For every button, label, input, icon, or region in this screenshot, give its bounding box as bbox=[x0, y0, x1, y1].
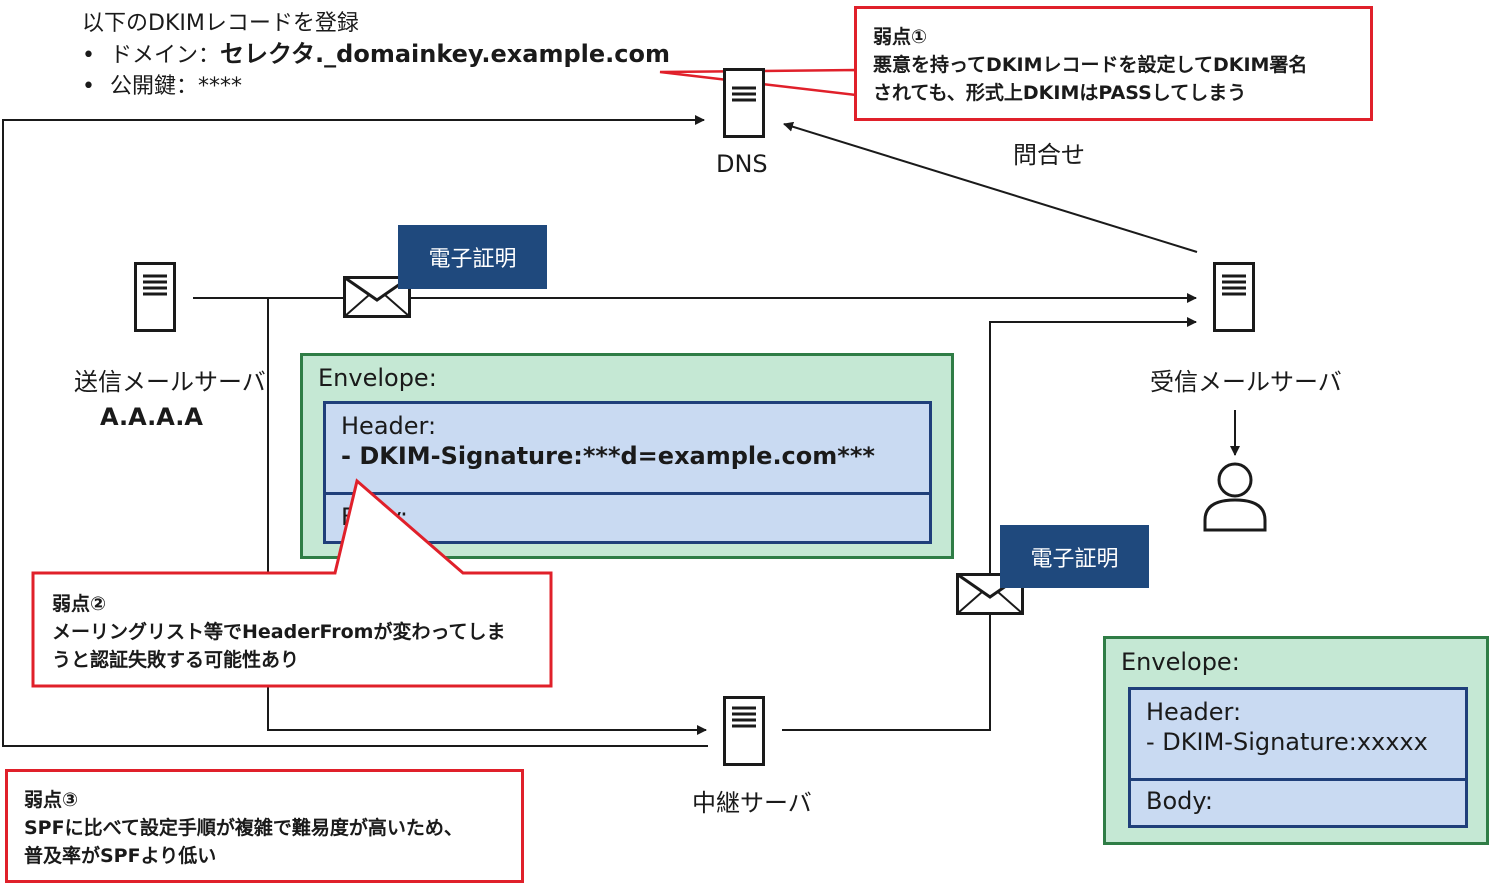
weakness-text-line: SPFに比べて設定手順が複雑で難易度が高いため、 bbox=[24, 817, 463, 839]
weakness-title: 弱点② bbox=[52, 593, 107, 615]
line-relay-to-receiver bbox=[782, 317, 1197, 731]
query-label: 問合せ bbox=[1013, 141, 1085, 169]
sender-ip: A.A.A.A bbox=[100, 403, 203, 431]
dns-record-info: 以下のDKIMレコードを登録 • ドメイン：セレクタ._domainkey.exa… bbox=[82, 8, 670, 102]
envelope-box-original: Envelope: Header: - DKIM-Signature:***d=… bbox=[300, 353, 954, 559]
weakness-callout-3: 弱点③ SPFに比べて設定手順が複雑で難易度が高いため、 普及率がSPFより低い bbox=[5, 769, 524, 883]
weakness-callout-1: 弱点① 悪意を持ってDKIMレコードを設定してDKIM署名 されても、形式上DK… bbox=[854, 6, 1373, 121]
bullet: • bbox=[82, 43, 95, 68]
weakness-text-line: うと認証失敗する可能性あり bbox=[52, 649, 300, 671]
relay-label: 中継サーバ bbox=[692, 789, 812, 817]
message-box: Header: - DKIM-Signature:xxxxx Body: bbox=[1128, 687, 1468, 828]
weakness-text-line: 普及率がSPFより低い bbox=[24, 845, 217, 867]
message-header-section: Header: - DKIM-Signature:***d=example.co… bbox=[326, 404, 929, 492]
weakness-text-line: メーリングリスト等でHeaderFromが変わってしま bbox=[52, 621, 506, 643]
dkim-signature-line: - DKIM-Signature:***d=example.com*** bbox=[341, 442, 875, 470]
line-sender-to-relay bbox=[267, 298, 707, 735]
sender-label: 送信メールサーバ bbox=[74, 368, 266, 396]
line-relay-to-dns bbox=[2, 115, 708, 747]
line-query-to-dns bbox=[783, 121, 1198, 253]
dns-server-icon bbox=[723, 68, 765, 138]
receiver-label: 受信メールサーバ bbox=[1150, 368, 1342, 396]
bullet: • bbox=[82, 74, 95, 99]
domain-label: ドメイン： bbox=[110, 43, 221, 68]
weakness-text-line: 悪意を持ってDKIMレコードを設定してDKIM署名 bbox=[873, 54, 1308, 76]
weakness-text-line: されても、形式上DKIMはPASSしてしまう bbox=[873, 82, 1247, 104]
weakness-title: 弱点③ bbox=[24, 789, 79, 811]
user-icon bbox=[1203, 462, 1267, 532]
dns-record-title: 以下のDKIMレコードを登録 bbox=[82, 11, 359, 36]
key-label: 公開鍵： bbox=[110, 74, 199, 99]
relay-server-icon bbox=[723, 696, 765, 766]
dkim-signature-line: - DKIM-Signature:xxxxx bbox=[1146, 728, 1428, 756]
message-box: Header: - DKIM-Signature:***d=example.co… bbox=[323, 401, 932, 544]
header-label: Header: bbox=[341, 412, 437, 440]
domain-value: セレクタ._domainkey.example.com bbox=[220, 40, 670, 68]
header-label: Header: bbox=[1146, 698, 1242, 726]
dns-label: DNS bbox=[716, 150, 768, 178]
digital-certificate-badge: 電子証明 bbox=[1000, 525, 1149, 588]
envelope-box-relayed: Envelope: Header: - DKIM-Signature:xxxxx… bbox=[1103, 636, 1489, 845]
digital-certificate-badge: 電子証明 bbox=[398, 225, 547, 289]
message-body-section: Body: bbox=[1131, 778, 1465, 825]
receiver-server-icon bbox=[1213, 262, 1255, 332]
weakness-title: 弱点① bbox=[873, 26, 928, 48]
body-label: Body: bbox=[1146, 787, 1213, 815]
key-value: **** bbox=[198, 74, 243, 99]
weakness-callout-2: 弱点② メーリングリスト等でHeaderFromが変わってしま うと認証失敗する… bbox=[33, 573, 551, 686]
sender-server-icon bbox=[134, 262, 176, 332]
message-header-section: Header: - DKIM-Signature:xxxxx bbox=[1131, 690, 1465, 778]
envelope-title: Envelope: bbox=[318, 364, 437, 392]
envelope-title: Envelope: bbox=[1121, 648, 1240, 676]
